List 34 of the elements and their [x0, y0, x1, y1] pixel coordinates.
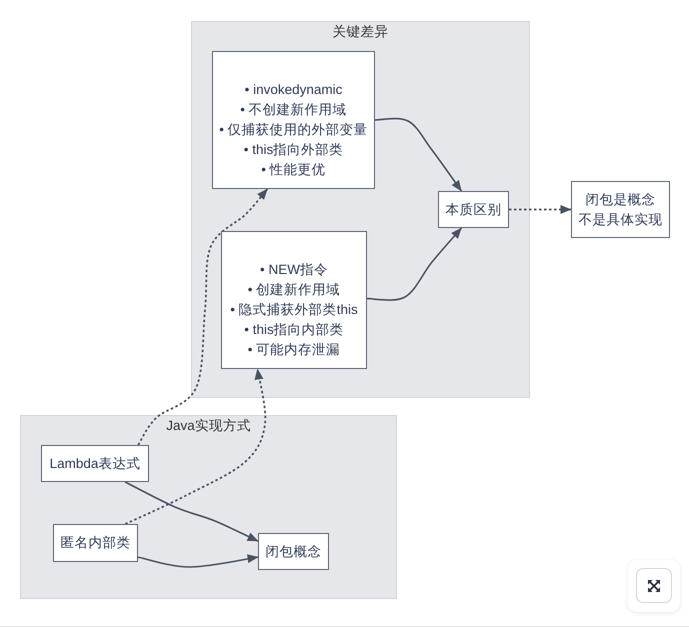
arrow — [124, 368, 266, 525]
arrow — [124, 481, 258, 542]
node-label: 不是具体实现 — [578, 210, 662, 228]
node-label: 闭包概念 — [266, 542, 322, 560]
process-box — [41, 445, 149, 482]
arrow — [138, 554, 258, 568]
list-item: • invokedynamic — [244, 81, 342, 99]
list-item: • 不创建新作用域 — [240, 101, 347, 119]
process-box — [53, 524, 138, 562]
arrow — [374, 118, 462, 192]
list-item: • 创建新作用域 — [248, 281, 340, 299]
list-item: • NEW指令 — [260, 261, 328, 279]
list-item: • 仅捕获使用的外部变量 — [219, 121, 368, 139]
list-item: • 隐式捕获外部类this — [230, 301, 358, 319]
group-title: 关键差异 — [332, 23, 388, 41]
process-box — [438, 191, 509, 228]
node-label: 闭包是概念 — [586, 190, 656, 208]
node-label: Lambda表达式 — [50, 454, 140, 472]
arrow — [366, 227, 462, 301]
arrow — [509, 205, 572, 214]
list-item: • this指向内部类 — [244, 321, 344, 339]
list-item: • this指向外部类 — [244, 141, 344, 159]
note-box — [571, 181, 670, 238]
process-box — [258, 533, 329, 570]
list-item: • 可能内存泄漏 — [248, 341, 340, 359]
feature-box — [221, 231, 367, 369]
group-panel — [20, 415, 397, 599]
feature-box — [212, 51, 375, 189]
arrow — [137, 188, 268, 446]
node-label: 匿名内部类 — [60, 534, 130, 552]
node-label: 本质区别 — [446, 200, 502, 218]
group-title: Java实现方式 — [166, 417, 251, 435]
group-panel — [191, 21, 530, 398]
list-item: • 性能更优 — [261, 161, 326, 179]
